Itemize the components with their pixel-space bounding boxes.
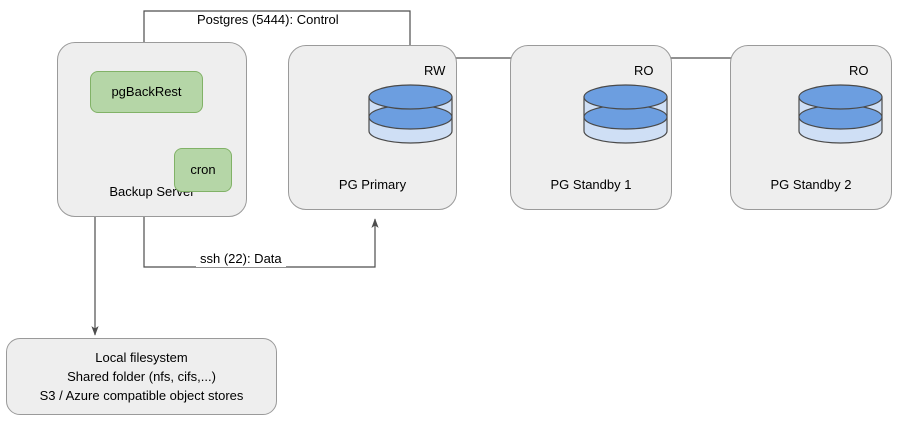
repository-line-3: S3 / Azure compatible object stores — [39, 388, 244, 403]
edge-label-control: Postgres (5444): Control — [193, 12, 343, 28]
host-pg-standby-2-label: PG Standby 2 — [770, 177, 852, 192]
database-cylinder-standby-1 — [583, 84, 668, 146]
host-pg-standby-1-label: PG Standby 1 — [550, 177, 632, 192]
process-pgbackrest-label: pgBackRest — [111, 84, 182, 99]
process-pgbackrest[interactable]: pgBackRest — [90, 71, 203, 113]
access-label-primary-rw: RW — [424, 63, 446, 78]
database-cylinder-standby-2 — [798, 84, 883, 146]
host-backup-server-label: Backup Server — [109, 184, 195, 199]
process-cron-label: cron — [190, 162, 216, 177]
host-pg-primary-label: PG Primary — [338, 177, 407, 192]
process-cron[interactable]: cron — [174, 148, 232, 192]
repository-line-2: Shared folder (nfs, cifs,...) — [67, 369, 216, 384]
access-label-standby-2-ro: RO — [849, 63, 869, 78]
edge-label-data: ssh (22): Data — [196, 251, 286, 267]
repository-storage-box[interactable]: Local filesystem Shared folder (nfs, cif… — [6, 338, 277, 415]
access-label-standby-1-ro: RO — [634, 63, 654, 78]
repository-line-1: Local filesystem — [95, 350, 188, 365]
database-cylinder-primary — [368, 84, 453, 146]
